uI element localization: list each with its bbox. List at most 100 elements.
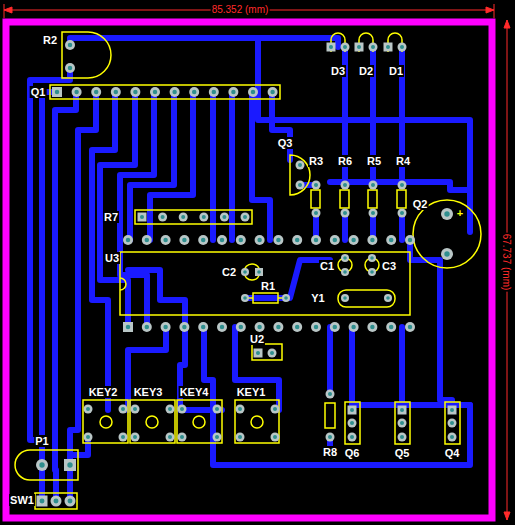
pad-hole [68, 43, 73, 48]
pad [330, 322, 340, 332]
part-designator: + [456, 207, 464, 219]
pad [123, 322, 133, 332]
pad-hole [94, 90, 99, 95]
pad [268, 87, 278, 97]
pad [241, 268, 249, 276]
pad [119, 433, 128, 442]
pad-hole [400, 408, 404, 412]
pad [51, 496, 62, 507]
pad-hole [328, 435, 332, 439]
pad [241, 213, 250, 222]
pad [65, 63, 75, 73]
pad [179, 235, 189, 245]
pad-hole [386, 45, 390, 49]
pad [341, 181, 350, 190]
pad [271, 405, 280, 414]
pad [398, 43, 407, 52]
pad-hole [350, 435, 354, 439]
pad-hole [243, 215, 247, 219]
part-designator: Q3 [277, 137, 294, 149]
pad [84, 433, 93, 442]
pad-hole [400, 45, 404, 49]
pad [311, 235, 321, 245]
pad-hole [350, 421, 354, 425]
pad-hole [145, 325, 150, 330]
pad [327, 43, 336, 52]
pad-hole [333, 325, 338, 330]
pad [348, 419, 357, 428]
pad-hole [68, 499, 73, 504]
pad-hole [86, 435, 90, 439]
part-designator: D2 [358, 65, 374, 77]
pad [111, 87, 121, 97]
pad [384, 43, 393, 52]
pad-hole [400, 183, 404, 187]
pad-hole [39, 462, 44, 467]
pad-hole [172, 90, 177, 95]
pad-hole [140, 215, 144, 219]
pad [52, 87, 62, 97]
pad [37, 496, 48, 507]
pad-hole [239, 325, 244, 330]
pad-hole [371, 183, 375, 187]
part-designator: C3 [381, 260, 397, 272]
pad [213, 405, 222, 414]
part-designator: Q6 [344, 447, 361, 459]
part-designator: Q5 [394, 447, 411, 459]
dimension-text: 67.737 (mm) [500, 233, 512, 292]
pad-hole [276, 238, 281, 243]
pad-hole [314, 183, 318, 187]
copper-traces [30, 38, 470, 501]
pad-hole [343, 45, 347, 49]
pad-hole [314, 211, 318, 215]
part-designator: U2 [249, 333, 265, 345]
part-designator: KEY2 [88, 386, 119, 398]
pad-hole [182, 238, 187, 243]
part-designator: D1 [388, 65, 404, 77]
part-designator: R5 [366, 155, 382, 167]
pad-hole [370, 256, 374, 260]
pad-hole [126, 238, 131, 243]
pad-hole [370, 270, 374, 274]
pad [130, 87, 140, 97]
pad-hole [201, 238, 206, 243]
pad [217, 235, 227, 245]
pad [166, 433, 175, 442]
pad-hole [126, 325, 131, 330]
pad-hole [243, 296, 247, 300]
pad-hole [343, 296, 347, 300]
pad [248, 87, 258, 97]
pad [217, 322, 227, 332]
pad [326, 390, 335, 399]
pad-hole [295, 238, 300, 243]
part-designator: R2 [42, 34, 58, 46]
pad [198, 235, 208, 245]
part-designator: KEY3 [133, 386, 164, 398]
pad-hole [257, 325, 262, 330]
pad-hole [239, 238, 244, 243]
pad-hole [243, 270, 247, 274]
part-designator: D3 [330, 65, 346, 77]
pad-hole [121, 407, 125, 411]
silkscreen [15, 32, 481, 509]
pad [72, 87, 82, 97]
pad [65, 496, 76, 507]
pad [341, 209, 350, 218]
pad [254, 349, 263, 358]
pad-hole [270, 351, 274, 355]
pad [199, 213, 208, 222]
pad [341, 294, 349, 302]
pad-hole [68, 66, 73, 71]
part-designator: KEY4 [179, 386, 210, 398]
pad-hole [86, 407, 90, 411]
part-designator: Q4 [444, 447, 461, 459]
pad-hole [400, 211, 404, 215]
pad-hole [295, 325, 300, 330]
pad-hole [257, 238, 262, 243]
pad [131, 433, 140, 442]
pad [178, 405, 187, 414]
pad-hole [231, 90, 236, 95]
pad [326, 433, 335, 442]
